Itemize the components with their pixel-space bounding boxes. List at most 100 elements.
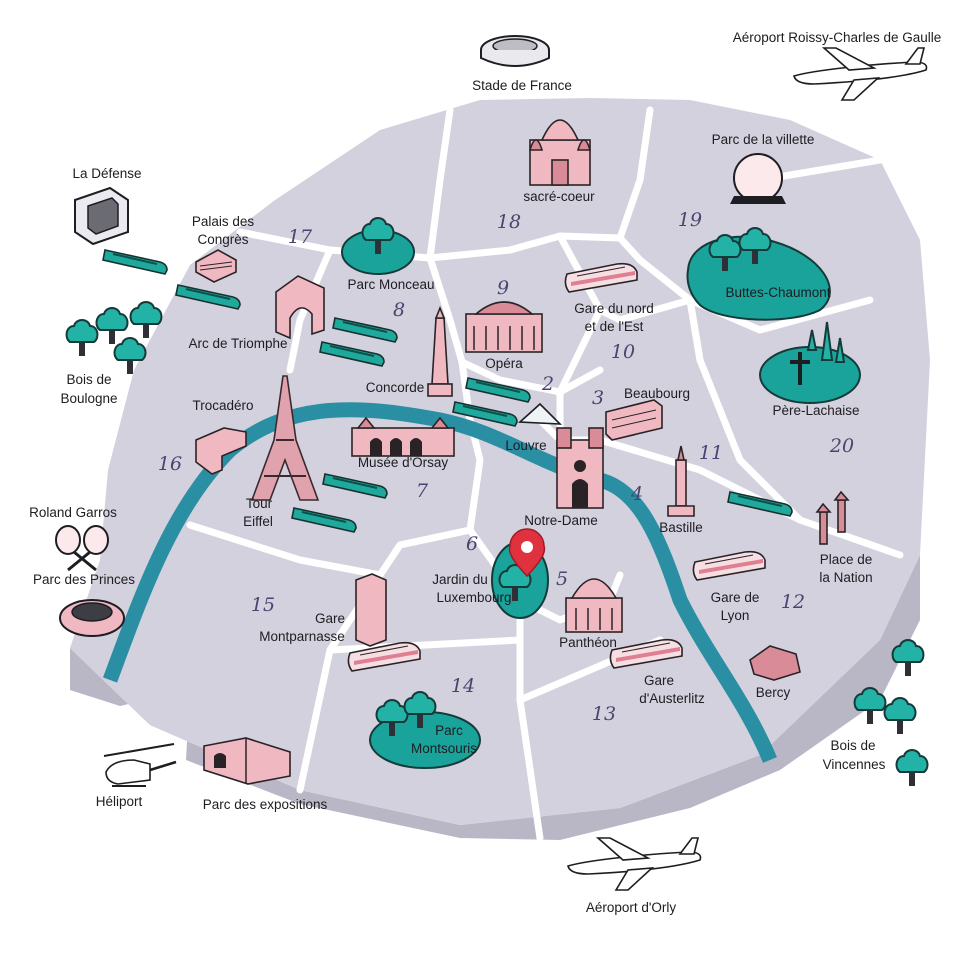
obelisk-concorde-icon	[427, 305, 453, 397]
label-aeroport-orly: Aéroport d'Orly	[586, 900, 677, 915]
label-tour-eiffel-2: Eiffel	[243, 514, 273, 529]
pere-lachaise	[759, 321, 861, 404]
arr-18: 18	[497, 211, 521, 233]
label-trocadero: Trocadéro	[192, 398, 253, 413]
arr-3: 3	[592, 387, 604, 409]
airplane-cdg-icon	[793, 47, 928, 101]
label-stade-de-france: Stade de France	[472, 78, 572, 93]
buttes-chaumont	[686, 227, 831, 321]
arr-5: 5	[556, 568, 568, 590]
arr-10: 10	[611, 341, 635, 363]
arr-17: 17	[288, 226, 313, 248]
label-pantheon: Panthéon	[559, 635, 617, 650]
label-parc-montsouris-2: Montsouris	[411, 741, 477, 756]
label-arc-triomphe: Arc de Triomphe	[188, 336, 287, 351]
label-roland-garros: Roland Garros	[29, 505, 117, 520]
label-louvre: Louvre	[505, 438, 546, 453]
la-defense-icon	[74, 186, 129, 246]
label-tour-eiffel-1: Tour	[246, 496, 273, 511]
notre-dame-icon	[556, 427, 604, 509]
label-gare-nord-2: et de l'Est	[585, 319, 644, 334]
label-gare-lyon-2: Lyon	[721, 608, 750, 623]
label-gare-austerlitz-1: Gare	[644, 673, 674, 688]
label-opera: Opéra	[485, 356, 523, 371]
arr-15: 15	[251, 594, 275, 616]
label-musee-orsay: Musée d'Orsay	[358, 455, 449, 470]
tour-eiffel-icon	[250, 375, 320, 501]
nation-columns-icon	[815, 490, 850, 545]
arc-de-triomphe-icon	[275, 275, 325, 340]
label-place-nation-1: Place de	[820, 552, 873, 567]
label-parc-monceau: Parc Monceau	[347, 277, 434, 292]
label-gare-lyon-1: Gare de	[711, 590, 760, 605]
label-place-nation-2: la Nation	[819, 570, 872, 585]
palais-des-congres-icon	[195, 249, 237, 283]
beaubourg-icon	[605, 399, 663, 441]
parc-monceau	[341, 217, 415, 275]
airplane-orly-icon	[567, 837, 702, 891]
arr-11: 11	[699, 442, 723, 464]
bercy-icon	[749, 645, 801, 681]
label-beaubourg: Beaubourg	[624, 386, 690, 401]
musee-orsay-icon	[351, 416, 455, 457]
map-pin-icon[interactable]	[508, 528, 546, 578]
label-bois-boulogne-1: Bois de	[66, 372, 111, 387]
tour-montparnasse-icon	[355, 573, 387, 647]
opera-icon	[465, 301, 543, 353]
label-bois-boulogne-2: Boulogne	[60, 391, 117, 406]
arr-14: 14	[451, 675, 475, 697]
label-gare-nord-1: Gare du nord	[574, 301, 654, 316]
arrondissement-numbers: 2 3 4 5 6 7 8 9 10 11 12 13 14 15 16 17 …	[158, 209, 854, 725]
arr-19: 19	[678, 209, 702, 231]
label-palais-congres-2: Congrès	[197, 232, 248, 247]
label-parc-montsouris-1: Parc	[435, 723, 463, 738]
place-labels: Stade de France Aéroport Roissy-Charles …	[29, 30, 941, 915]
arr-2: 2	[541, 373, 554, 395]
parc-des-princes-icon	[59, 599, 125, 637]
label-buttes-chaumont: Buttes-Chaumont	[725, 285, 830, 300]
parc-villette-geode-icon	[730, 153, 786, 204]
parc-expositions-icon	[203, 737, 291, 785]
label-parc-expositions: Parc des expositions	[203, 797, 328, 812]
label-concorde: Concorde	[366, 380, 425, 395]
label-bercy: Bercy	[756, 685, 791, 700]
label-gare-austerlitz-2: d'Austerlitz	[639, 691, 705, 706]
bastille-column-icon	[667, 445, 695, 517]
trocadero-icon	[195, 427, 247, 475]
arr-16: 16	[158, 453, 182, 475]
roland-garros-icon	[55, 525, 109, 572]
arr-12: 12	[781, 591, 805, 613]
parc-montsouris	[369, 691, 481, 769]
label-gare-montparnasse-1: Gare	[315, 611, 345, 626]
arr-6: 6	[466, 533, 478, 555]
label-bois-vincennes-2: Vincennes	[823, 757, 886, 772]
arr-20: 20	[829, 435, 854, 457]
label-sacre-coeur: sacré-coeur	[523, 189, 595, 204]
label-heliport: Héliport	[96, 794, 143, 809]
label-parc-princes: Parc des Princes	[33, 572, 135, 587]
louvre-pyramid-icon	[518, 402, 563, 425]
label-notre-dame: Notre-Dame	[524, 513, 598, 528]
label-aeroport-cdg: Aéroport Roissy-Charles de Gaulle	[733, 30, 942, 45]
label-pere-lachaise: Père-Lachaise	[772, 403, 859, 418]
label-bois-vincennes-1: Bois de	[830, 738, 875, 753]
stade-de-france-icon	[480, 35, 550, 67]
seine-river	[102, 402, 777, 763]
label-bastille: Bastille	[659, 520, 703, 535]
helicopter-icon	[103, 743, 177, 787]
label-jardin-lux-2: Luxembourg	[436, 590, 511, 605]
pantheon-icon	[565, 578, 623, 633]
label-gare-montparnasse-2: Montparnasse	[259, 629, 345, 644]
arr-4: 4	[630, 483, 643, 505]
arr-8: 8	[393, 299, 405, 321]
label-palais-congres-1: Palais des	[192, 214, 255, 229]
label-jardin-lux-1: Jardin du	[432, 572, 488, 587]
arr-9: 9	[497, 277, 509, 299]
label-parc-villette: Parc de la villette	[712, 132, 815, 147]
sacre-coeur-icon	[528, 119, 592, 186]
city-shape	[70, 98, 930, 840]
label-la-defense: La Défense	[72, 166, 141, 181]
arr-7: 7	[416, 480, 429, 502]
